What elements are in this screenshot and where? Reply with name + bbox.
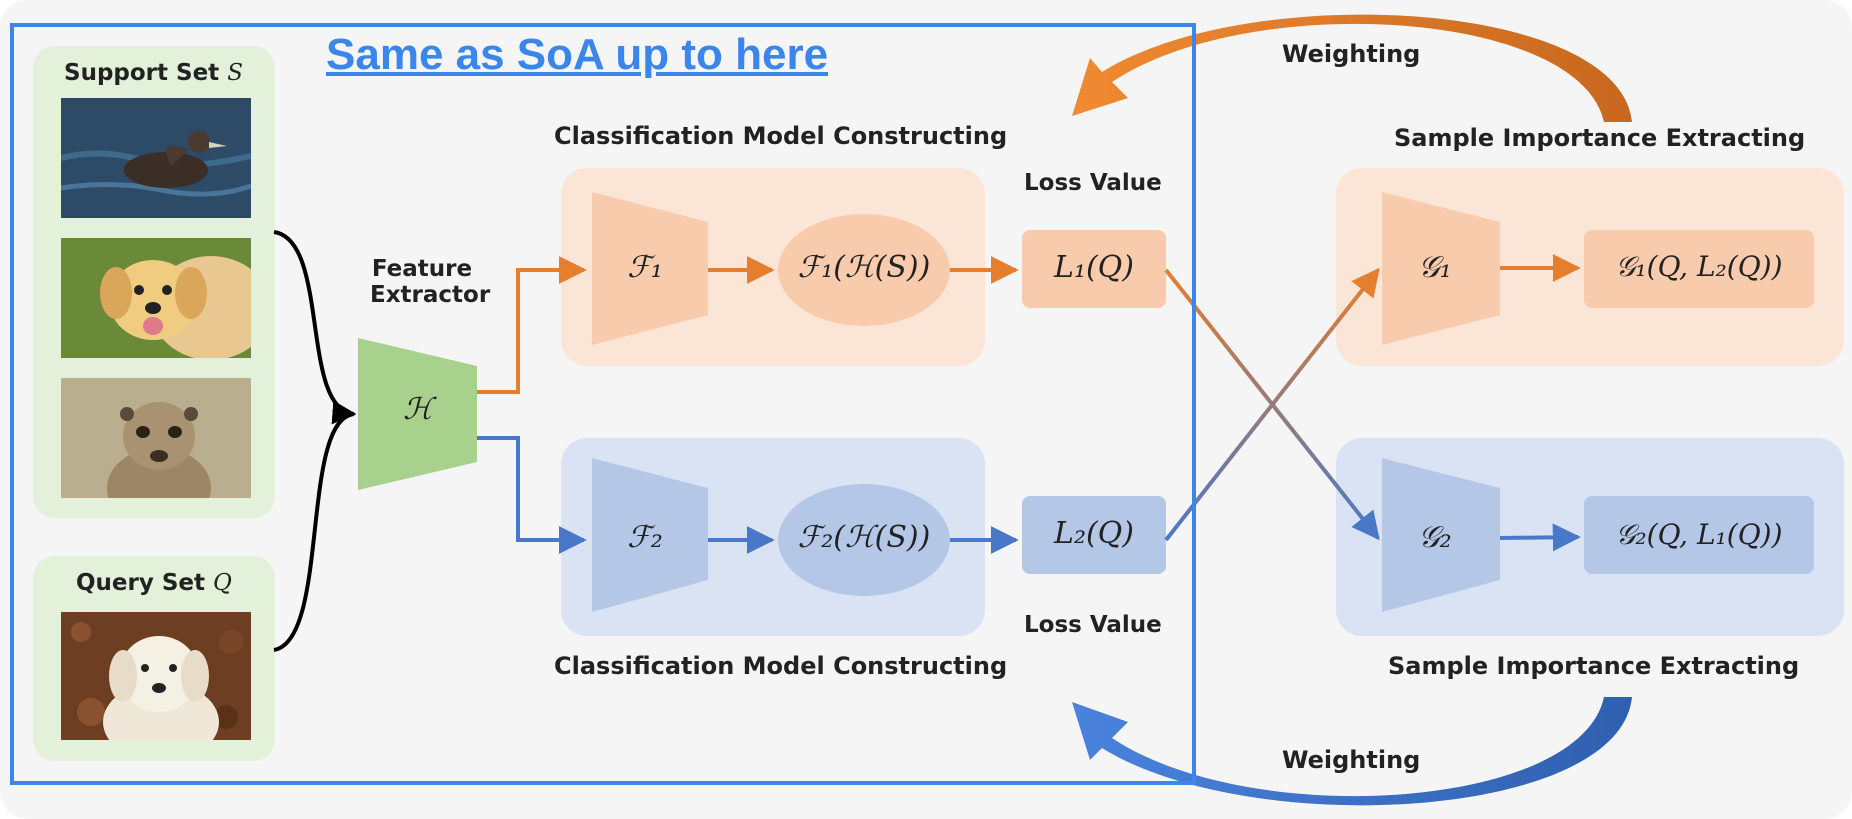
feature-extractor-label: Feature Extractor: [370, 256, 491, 308]
f1-output-ellipse: [778, 214, 950, 326]
weighting-label-bottom: Weighting: [1282, 746, 1421, 774]
g2-shape: [1382, 458, 1500, 612]
soa-frame: [10, 23, 1196, 785]
loss-box-bottom: [1022, 496, 1166, 574]
g1-shape: [1382, 192, 1500, 345]
loss-bottom: L₂(Q): [1054, 516, 1134, 551]
extractor-to-f1-arrow: [477, 256, 587, 394]
loss-value-label-top: Loss Value: [1024, 170, 1162, 196]
support-set-label: Support Set S: [64, 60, 243, 86]
photo-query-dog: [61, 612, 251, 740]
g1-symbol: 𝒢₁: [1418, 250, 1452, 285]
query-set-label: Query Set Q: [76, 570, 232, 596]
importance-label-bottom: Sample Importance Extracting: [1388, 652, 1800, 680]
f1-symbol: ℱ₁: [627, 250, 663, 285]
photo-meerkat: [61, 378, 251, 498]
loss-value-label-bottom: Loss Value: [1024, 612, 1162, 638]
f2-output: ℱ₂(ℋ(S)): [797, 520, 931, 555]
classification-label-bottom: Classification Model Constructing: [554, 652, 1008, 680]
support-to-extractor-arrow: [273, 230, 357, 425]
g2-output: 𝒢₂(Q, L₁(Q)): [1615, 518, 1783, 551]
g1-output: 𝒢₁(Q, L₂(Q)): [1615, 250, 1783, 283]
weighting-label-top: Weighting: [1282, 40, 1421, 68]
photo-puppy: [61, 238, 251, 358]
loss-top: L₁(Q): [1054, 250, 1134, 285]
f2-output-ellipse: [778, 484, 950, 596]
g2-to-output-arrow: [1499, 523, 1581, 552]
soa-title: Same as SoA up to here: [326, 30, 829, 79]
g1-output-box: [1584, 230, 1814, 308]
feature-extractor-shape: [358, 338, 477, 490]
loss-bottom-to-g1-arrow: [1164, 267, 1380, 542]
classification-label-top: Classification Model Constructing: [554, 122, 1008, 150]
photo-seabird: [61, 98, 251, 218]
f2-symbol: ℱ₂: [627, 520, 663, 555]
extractor-to-f2-arrow: [477, 436, 587, 554]
f2-shape: [592, 458, 708, 612]
g2-symbol: 𝒢₂: [1418, 520, 1452, 555]
importance-label-top: Sample Importance Extracting: [1394, 124, 1806, 152]
f1-shape: [592, 192, 708, 345]
f1-output: ℱ₁(ℋ(S)): [797, 250, 931, 285]
loss-box-top: [1022, 230, 1166, 308]
feature-extractor-symbol: ℋ: [403, 392, 433, 427]
g2-output-box: [1584, 496, 1814, 574]
query-to-extractor-arrow: [273, 412, 355, 652]
